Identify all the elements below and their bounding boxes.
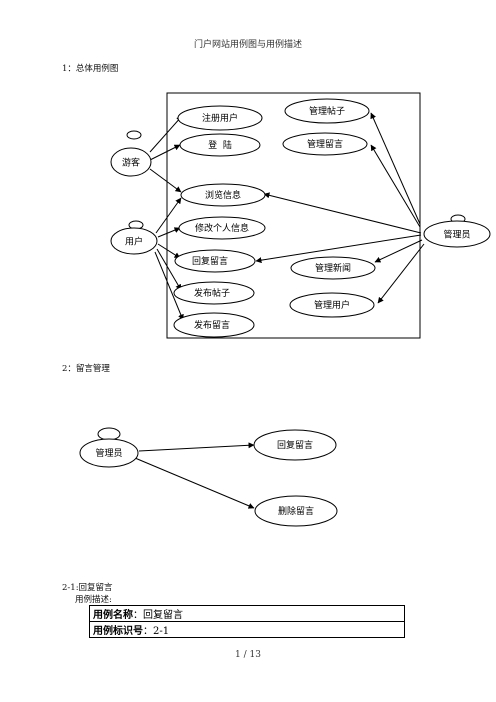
- page-header: 门户网站用例图与用例描述: [193, 40, 302, 50]
- svg-text:管理用户: 管理用户: [314, 299, 350, 311]
- message-diagram-connectors: [134, 442, 255, 509]
- row-label: 用例名称: [93, 610, 133, 621]
- actor-admin-2: 管理员: [79, 427, 139, 468]
- page-number: 1 / 13: [235, 650, 261, 660]
- svg-text:发布留言: 发布留言: [194, 319, 230, 331]
- use-case-manage-users: 管理用户: [289, 292, 375, 318]
- use-case-manage-threads: 管理帖子: [284, 98, 370, 124]
- svg-text:管理新闻: 管理新闻: [315, 262, 351, 274]
- svg-text:删除留言: 删除留言: [278, 505, 314, 517]
- svg-text:管理帖子: 管理帖子: [309, 105, 345, 117]
- use-case-edit-profile: 修改个人信息: [178, 216, 266, 240]
- svg-text:回复留言: 回复留言: [277, 439, 313, 451]
- use-case-reply-message: 回复留言: [174, 249, 256, 273]
- actor-guest-label: 游客: [122, 157, 140, 169]
- table-row: 用例名称：回复留言: [89, 605, 405, 622]
- use-case-browse: 浏览信息: [180, 183, 266, 207]
- use-case-login: 登 陆: [179, 133, 261, 157]
- actor-admin-2-label: 管理员: [95, 447, 122, 459]
- svg-text:登 陆: 登 陆: [208, 139, 232, 151]
- use-case-delete-message: 删除留言: [254, 495, 338, 527]
- use-case-manage-news: 管理新闻: [290, 256, 376, 280]
- row-value: 2-1: [153, 626, 170, 637]
- actor-admin: 管理员: [423, 214, 491, 248]
- section-1-heading: 1：总体用例图: [62, 64, 119, 74]
- diagram-connectors: [149, 112, 425, 321]
- table-row: 用例标识号：2-1: [89, 621, 405, 638]
- use-case-description-table: 用例名称：回复留言 用例标识号：2-1: [89, 605, 405, 638]
- section-2-heading: 2：留言管理: [62, 364, 110, 374]
- use-case-register: 注册用户: [177, 105, 263, 131]
- svg-text:注册用户: 注册用户: [202, 112, 238, 124]
- message-management-diagram: 管理员 回复留言 删除留言: [79, 427, 338, 527]
- system-boundary: [166, 92, 421, 339]
- use-case-manage-messages: 管理留言: [282, 132, 368, 156]
- actor-guest: 游客: [110, 130, 152, 177]
- section-3-heading: 2-1:回复留言: [62, 583, 113, 593]
- row-value: 回复留言: [143, 610, 183, 621]
- svg-text:浏览信息: 浏览信息: [205, 189, 241, 201]
- actor-user-label: 用户: [125, 236, 143, 248]
- svg-text:发布帖子: 发布帖子: [194, 287, 230, 299]
- row-label: 用例标识号: [93, 626, 143, 637]
- use-case-reply-message-2: 回复留言: [253, 429, 337, 461]
- actor-user: 用户: [110, 220, 158, 255]
- actor-admin-label: 管理员: [443, 229, 470, 241]
- use-case-post-message: 发布留言: [173, 312, 255, 338]
- use-case-description-label: 用例描述:: [75, 595, 112, 605]
- use-case-post-thread: 发布帖子: [173, 281, 255, 305]
- svg-text:回复留言: 回复留言: [192, 255, 228, 267]
- svg-text:管理留言: 管理留言: [307, 138, 343, 150]
- svg-text:修改个人信息: 修改个人信息: [195, 222, 249, 234]
